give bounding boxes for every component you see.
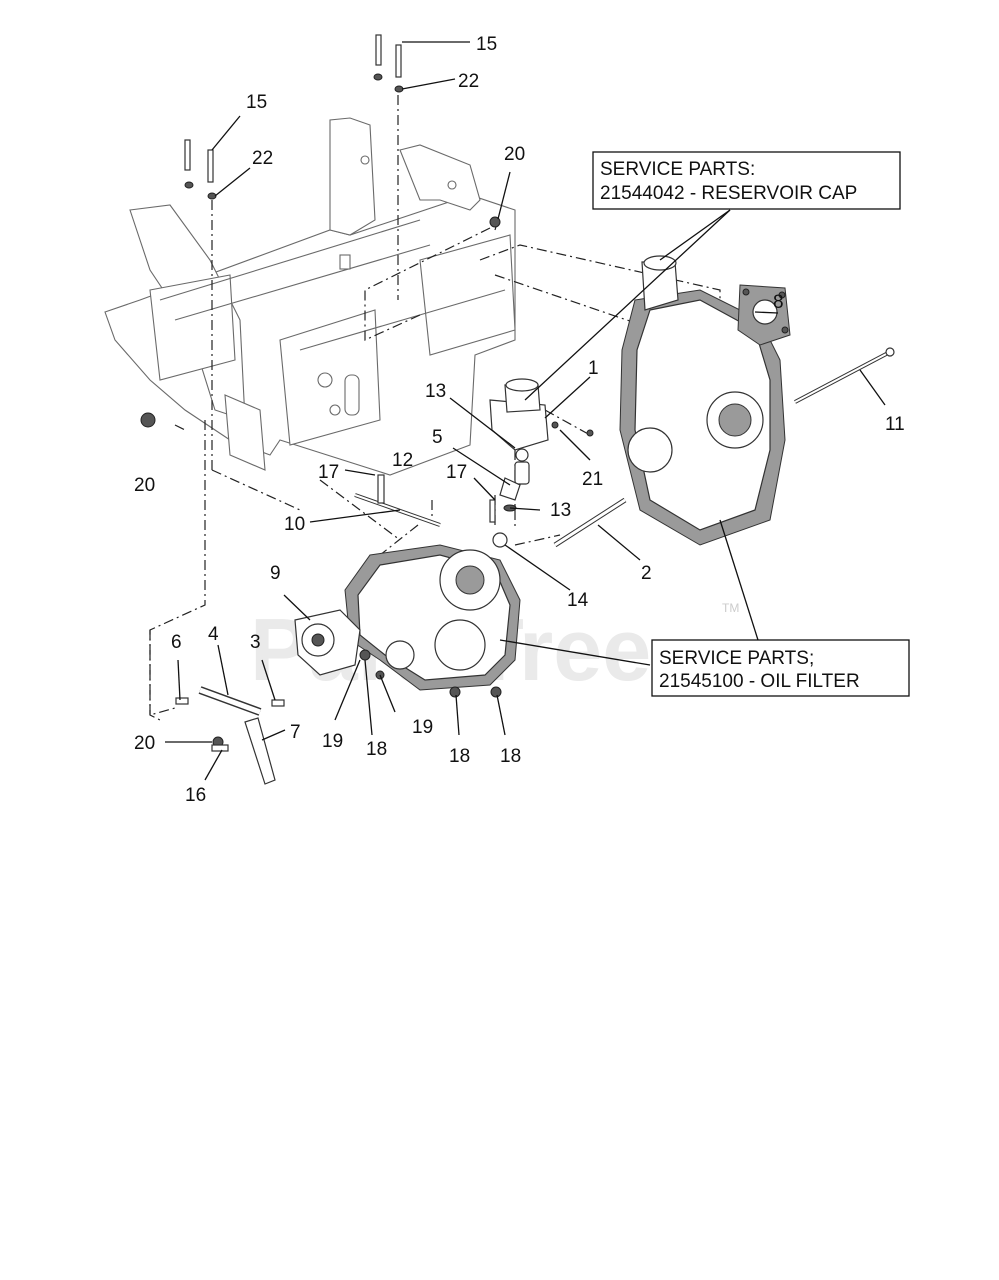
callout-5: 5 xyxy=(432,427,443,448)
reservoir xyxy=(489,378,549,501)
callout-7: 7 xyxy=(290,722,301,743)
callout-9: 9 xyxy=(270,563,281,584)
callout-8: 8 xyxy=(773,292,784,313)
callout-13-b: 13 xyxy=(550,500,571,521)
note-oil-filter-line2: 21545100 - OIL FILTER xyxy=(659,671,860,692)
callout-20-bottom: 20 xyxy=(134,733,155,754)
note-reservoir-cap-line1: SERVICE PARTS: xyxy=(600,159,755,180)
callout-11: 11 xyxy=(885,414,905,435)
note-reservoir-cap: SERVICE PARTS: 21544042 - RESERVOIR CAP xyxy=(592,151,901,210)
callout-15-top: 15 xyxy=(476,34,497,55)
callout-16: 16 xyxy=(185,785,206,806)
watermark-tm: TM xyxy=(722,601,739,615)
hardware xyxy=(140,34,627,785)
callout-13-a: 13 xyxy=(425,381,446,402)
callout-22-top: 22 xyxy=(458,71,479,92)
right-transaxle xyxy=(619,255,791,546)
callout-2: 2 xyxy=(641,563,652,584)
callout-17-a: 17 xyxy=(318,462,339,483)
callout-10: 10 xyxy=(284,514,305,535)
callout-numbers: 15 22 15 22 20 20 8 1 11 13 5 21 17 12 1… xyxy=(134,34,905,806)
callout-15-left: 15 xyxy=(246,92,267,113)
note-oil-filter-line1: SERVICE PARTS; xyxy=(659,648,814,669)
axle-rod xyxy=(794,347,895,404)
callout-4: 4 xyxy=(208,624,219,645)
callout-21: 21 xyxy=(582,469,603,490)
callout-14: 14 xyxy=(567,590,589,611)
callout-19-b: 19 xyxy=(412,717,433,738)
callout-20-left: 20 xyxy=(134,475,155,496)
callout-6: 6 xyxy=(171,632,182,653)
leader-lines xyxy=(165,41,886,781)
callout-18-b: 18 xyxy=(449,746,470,767)
left-transaxle xyxy=(294,544,521,691)
callout-1: 1 xyxy=(588,358,599,379)
callout-22-left: 22 xyxy=(252,148,273,169)
chassis-frame xyxy=(104,117,516,476)
callout-20-topright: 20 xyxy=(504,144,525,165)
callout-3: 3 xyxy=(250,632,261,653)
callout-12: 12 xyxy=(392,450,413,471)
note-oil-filter: SERVICE PARTS; 21545100 - OIL FILTER xyxy=(651,639,910,697)
note-reservoir-cap-line2: 21544042 - RESERVOIR CAP xyxy=(600,183,857,204)
callout-18-a: 18 xyxy=(366,739,387,760)
callout-18-c: 18 xyxy=(500,746,521,767)
callout-19-a: 19 xyxy=(322,731,343,752)
callout-17-b: 17 xyxy=(446,462,467,483)
